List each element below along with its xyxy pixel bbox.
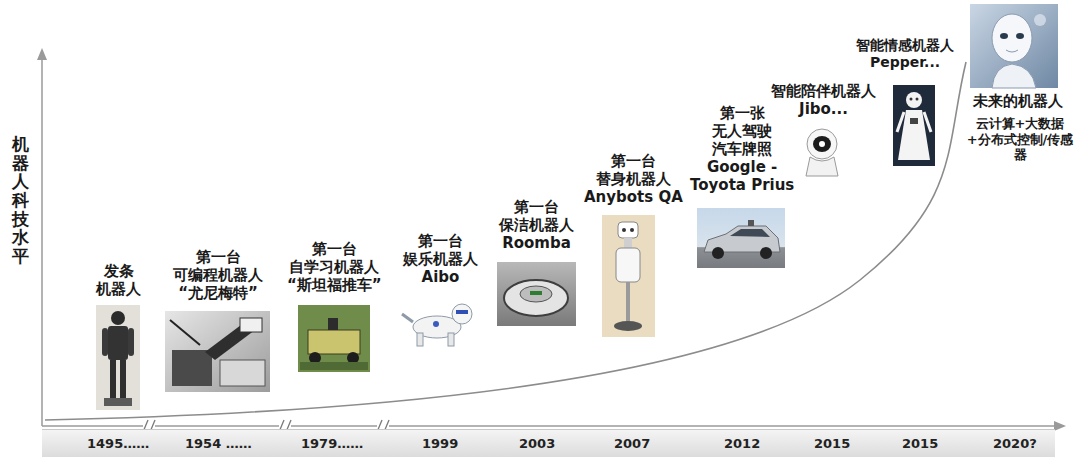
label-line: Roomba [499, 234, 574, 252]
milestone-label: 第一张 无人驾驶 汽车牌照 Google - Toyota Prius [690, 104, 794, 194]
year-label: 1954 …… [185, 436, 252, 451]
milestone-label: 第一台 娱乐机器人 Aibo [403, 232, 478, 286]
label-line: 第一台 [499, 198, 574, 216]
label-line: Aibo [403, 268, 478, 286]
label-line: 可编程机器人 [173, 266, 263, 284]
label-line: “斯坦福推车” [287, 276, 382, 294]
milestone-label: 第一台 替身机器人 Anybots QA [584, 152, 683, 206]
timeline-band: 1495…… 1954 …… 1979…… 1999 2003 2007 2012 2015 2… [42, 429, 1055, 457]
label-line: 第一台 [287, 240, 382, 258]
milestone-label: 发条 机器人 [96, 262, 141, 298]
label-line: Pepper... [856, 54, 954, 71]
year-label: 1999 [422, 436, 458, 451]
label-line: Anybots QA [584, 188, 683, 206]
label-line: 第一台 [403, 232, 478, 250]
year-label: 2015 [814, 436, 850, 451]
label-line: 替身机器人 [584, 170, 683, 188]
year-label: 2012 [724, 436, 760, 451]
label-line: 自学习机器人 [287, 258, 382, 276]
milestone-label: 第一台 自学习机器人 “斯坦福推车” [287, 240, 382, 294]
year-label: 2007 [614, 436, 650, 451]
label-line: 智能陪伴机器人 [771, 82, 876, 100]
label-line: 发条 [96, 262, 141, 280]
year-label: 1979…… [301, 436, 363, 451]
label-line: 第一台 [173, 248, 263, 266]
label-line: “尤尼梅特” [173, 284, 263, 302]
milestone-label: 云计算+大数据+分布式控制/传感器 [966, 116, 1074, 163]
label-line: 第一张 [690, 104, 794, 122]
label-line: 汽车牌照 [690, 140, 794, 158]
label-line: 未来的机器人 [973, 92, 1063, 110]
label-line: Toyota Prius [690, 176, 794, 194]
milestone-label: 智能情感机器人 Pepper... [856, 37, 954, 71]
label-line: Jibo... [771, 100, 876, 118]
year-label: 2020? [993, 436, 1037, 451]
label-line: 智能情感机器人 [856, 37, 954, 54]
milestone-label: 智能陪伴机器人 Jibo... [771, 82, 876, 118]
year-label: 2015 [902, 436, 938, 451]
milestone-label: 第一台 可编程机器人 “尤尼梅特” [173, 248, 263, 302]
label-line: 第一台 [584, 152, 683, 170]
label-line: 机器人 [96, 280, 141, 298]
milestone-label: 第一台 保洁机器人 Roomba [499, 198, 574, 252]
milestone-label: 未来的机器人 [973, 92, 1063, 110]
label-line: 保洁机器人 [499, 216, 574, 234]
label-line: 娱乐机器人 [403, 250, 478, 268]
label-line: 无人驾驶 [690, 122, 794, 140]
axis-title: 机器人科技水平 [12, 135, 29, 266]
label-line: Google - [690, 158, 794, 176]
year-label: 2003 [519, 436, 555, 451]
year-label: 1495…… [87, 436, 149, 451]
